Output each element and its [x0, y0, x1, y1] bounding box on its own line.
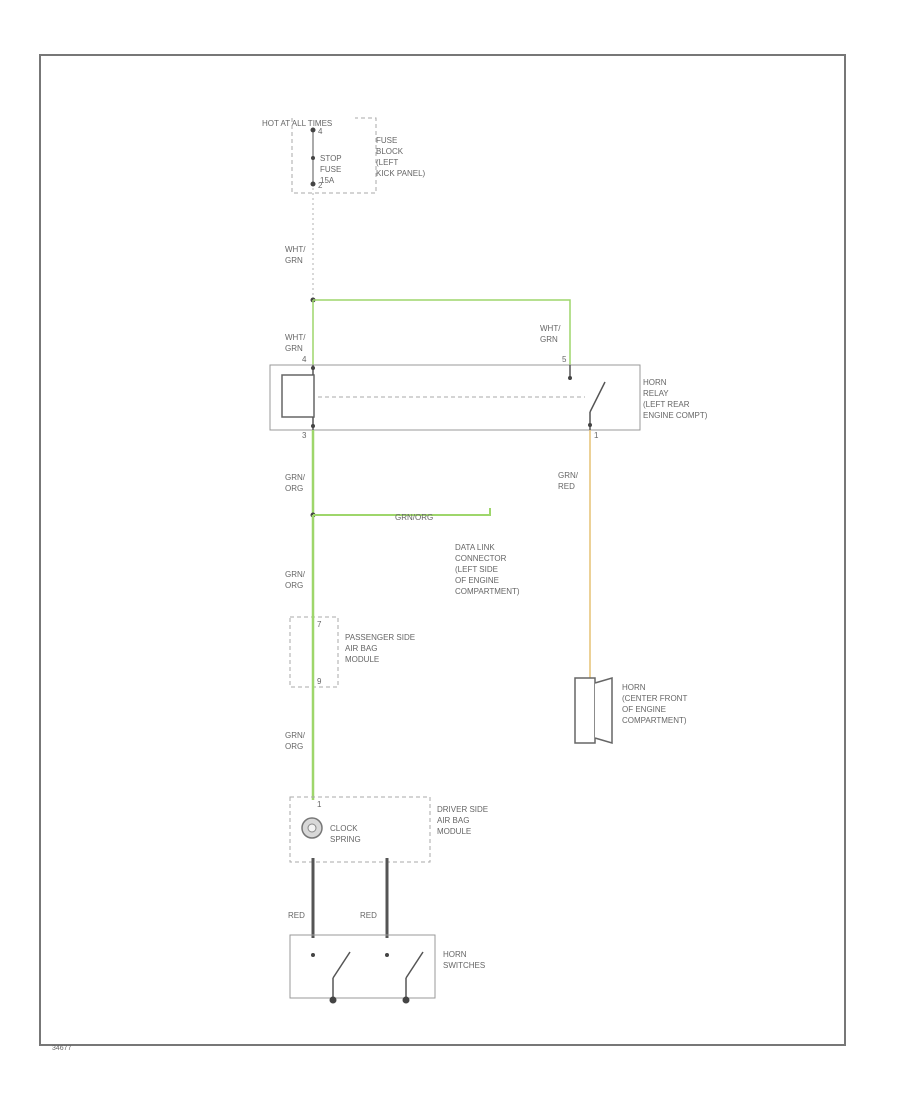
relay-label-3: (LEFT REAR [643, 400, 690, 409]
fuse-name-3: 15A [320, 176, 335, 185]
relay-outline [269, 364, 641, 431]
wire-label-w6-a: GRN/ [285, 731, 306, 740]
wire-label-w8: GRN/ORG [395, 513, 433, 522]
fuse-block-outline [291, 117, 377, 194]
relay-pin-d-label: 1 [594, 431, 599, 440]
passenger-airbag-pin-bot: 9 [317, 677, 322, 686]
horn-switch-2-ground [402, 996, 410, 1004]
relay-pin-c-label: 3 [302, 431, 307, 440]
fuse-name-2: FUSE [320, 165, 341, 174]
diagram-frame [39, 54, 846, 1046]
relay-label-1: HORN [643, 378, 667, 387]
horn-bell-icon [594, 676, 613, 745]
relay-pin-d [588, 423, 592, 427]
horn-relay: 4 3 5 1 HORN RELAY (LEFT REAR ENGINE COM… [269, 355, 708, 440]
horn: HORN (CENTER FRONT OF ENGINE COMPARTMENT… [574, 676, 687, 745]
power-source-label: HOT AT ALL TIMES [262, 119, 332, 128]
dlc-label-5: COMPARTMENT) [455, 587, 520, 596]
wire-label-w6-b: ORG [285, 742, 303, 751]
fuse-terminal-mid [311, 156, 315, 160]
horn-switch-1-ground [329, 996, 337, 1004]
fuse-location-3: (LEFT [376, 158, 398, 167]
relay-pin-b [568, 376, 572, 380]
wire-label-w1-a: WHT/ [285, 245, 306, 254]
dlc-label-1: DATA LINK [455, 543, 495, 552]
driver-airbag-label-3: MODULE [437, 827, 471, 836]
fuse-location-4: KICK PANEL) [376, 169, 426, 178]
driver-airbag-pin: 1 [317, 800, 322, 809]
horn-switch-1-contact [311, 953, 315, 957]
wire-label-w4-b: ORG [285, 484, 303, 493]
relay-switch-blade [589, 381, 606, 413]
horn-label-4: COMPARTMENT) [622, 716, 687, 725]
clock-spring-label-2: SPRING [330, 835, 361, 844]
passenger-airbag-label-3: MODULE [345, 655, 379, 664]
fuse-location-2: BLOCK [376, 147, 404, 156]
relay-coil [281, 374, 315, 418]
wire-label-w1-b: GRN [285, 256, 303, 265]
horn-label-1: HORN [622, 683, 646, 692]
wire-label-w2-b: GRN [285, 344, 303, 353]
fuse-terminal-top [310, 127, 316, 133]
relay-pin-a-label: 4 [302, 355, 307, 364]
fuse-location-1: FUSE [376, 136, 397, 145]
relay-pin-a [311, 366, 315, 370]
wire-to-dlc [313, 508, 491, 516]
wire-label-w4-a: GRN/ [285, 473, 306, 482]
horn-switches-label-1: HORN [443, 950, 467, 959]
fuse-terminal-bot [310, 181, 316, 187]
fuse-name-1: STOP [320, 154, 342, 163]
driver-airbag-outline [289, 796, 431, 863]
clock-spring-center-icon [307, 823, 317, 833]
wire-label-w7-b: RED [558, 482, 575, 491]
horn-label-3: OF ENGINE [622, 705, 666, 714]
fuse-terminal-top-label: 4 [318, 127, 323, 136]
passenger-airbag-module: 7 9 PASSENGER SIDE AIR BAG MODULE [289, 615, 415, 690]
data-link-connector: DATA LINK CONNECTOR (LEFT SIDE OF ENGINE… [455, 543, 520, 596]
relay-label-2: RELAY [643, 389, 669, 398]
horn-body [574, 677, 596, 744]
horn-switch-1-blade [332, 951, 351, 979]
relay-pin-c [311, 424, 315, 428]
dlc-label-4: OF ENGINE [455, 576, 499, 585]
dlc-label-2: CONNECTOR [455, 554, 507, 563]
horn-label-2: (CENTER FRONT [622, 694, 687, 703]
passenger-airbag-label-2: AIR BAG [345, 644, 377, 653]
relay-pin-b-label: 5 [562, 355, 567, 364]
wire-label-w5-b: ORG [285, 581, 303, 590]
fuse-block: HOT AT ALL TIMES 4 2 STOP FUSE 15A FUSE … [262, 117, 426, 194]
passenger-airbag-pin-top: 7 [317, 620, 322, 629]
horn-switches: HORN SWITCHES [289, 934, 485, 1004]
horn-switch-2-blade [405, 951, 424, 979]
fuse-terminal-bot-label: 2 [318, 181, 323, 190]
dlc-label-3: (LEFT SIDE [455, 565, 498, 574]
wire-label-w5-a: GRN/ [285, 570, 306, 579]
wire-label-w2-a: WHT/ [285, 333, 306, 342]
horn-switches-label-2: SWITCHES [443, 961, 485, 970]
wire-label-sw1: RED [288, 911, 305, 920]
horn-switch-2-contact [385, 953, 389, 957]
driver-airbag-module: 1 CLOCK SPRING DRIVER SIDE AIR BAG MODUL… [289, 796, 488, 863]
driver-airbag-label-2: AIR BAG [437, 816, 469, 825]
horn-switches-outline [289, 934, 436, 999]
wire-label-w7-a: GRN/ [558, 471, 579, 480]
passenger-airbag-label-1: PASSENGER SIDE [345, 633, 415, 642]
clock-spring-label-1: CLOCK [330, 824, 358, 833]
wire-label-w3-b: GRN [540, 335, 558, 344]
wire-label-sw2: RED [360, 911, 377, 920]
driver-airbag-label-1: DRIVER SIDE [437, 805, 488, 814]
wire-label-w3-a: WHT/ [540, 324, 561, 333]
figure-id: 34677 [52, 1045, 72, 1052]
wire-splice-to-relay-switch [313, 299, 571, 365]
relay-label-4: ENGINE COMPT) [643, 411, 708, 420]
